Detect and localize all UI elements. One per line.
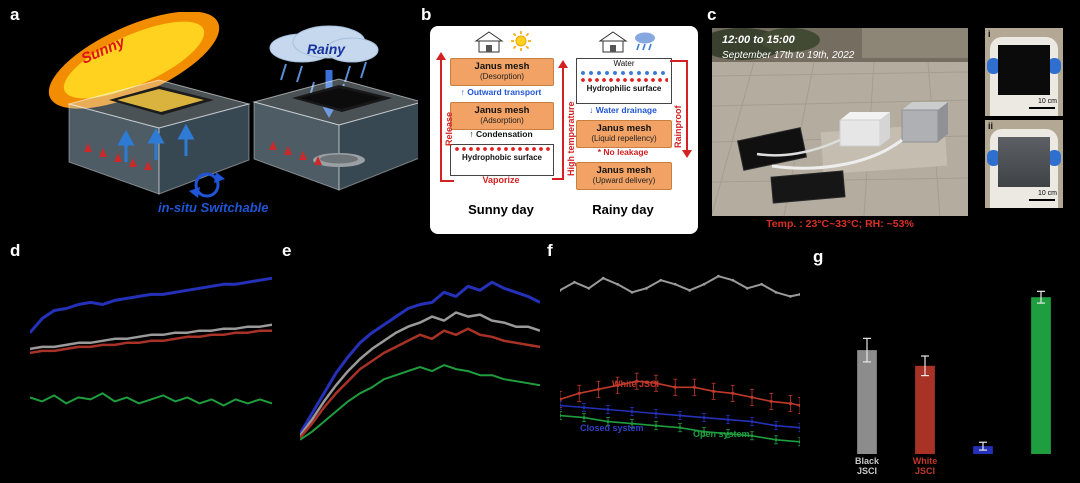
box-subtitle: (Liquid repellency) (591, 134, 657, 144)
box-title: Janus mesh (474, 105, 530, 117)
vaporize-label: Vaporize (482, 175, 520, 185)
open-system-annotation: Open system (693, 429, 750, 439)
line-chart-f (560, 274, 800, 447)
scale-text: 10 cm (1037, 190, 1057, 197)
sun-icon (48, 12, 220, 109)
janus-mesh-liquid-repellency-box: Janus mesh (Liquid repellency) (576, 120, 672, 148)
glove-icon (1048, 58, 1061, 74)
glove-icon (1048, 150, 1061, 166)
panel-label-b: b (421, 5, 432, 24)
outward-transport-label: ↑ Outward transport (460, 87, 542, 97)
bar-chart-g (857, 290, 1051, 454)
rainy-day-caption: Rainy day (592, 202, 654, 217)
rainproof-line (686, 60, 688, 152)
conditions-caption: Temp. : 23°C~33°C; RH: ~53% (766, 218, 914, 230)
white-chamber-box (839, 112, 890, 147)
inset-label: i (988, 29, 991, 39)
line-chart-e (300, 280, 540, 441)
greenhouse-sunny (67, 79, 251, 195)
release-line (440, 60, 442, 182)
sunny-day-caption: Sunny day (468, 202, 534, 217)
panel-label-d: d (10, 241, 21, 260)
switchable-label: in-situ Switchable (158, 200, 269, 215)
hydrophobic-coating-dots (454, 146, 550, 152)
inset-label: ii (988, 121, 994, 131)
white-jsci-sample (998, 137, 1050, 187)
release-label: Release (444, 111, 454, 146)
closed-system-annotation: Closed system (580, 423, 644, 433)
scale-text: 10 cm (1037, 98, 1057, 105)
plants-icon (269, 141, 322, 165)
switch-cycle-icon (189, 172, 225, 198)
hydrophobic-surface-box: Hydrophobic surface (450, 144, 554, 176)
up-arrow-icon: ↑ (460, 87, 465, 97)
up-arrow-icon: ↑ (469, 129, 474, 139)
water-surface-box: Water Hydrophilic surface (576, 58, 672, 104)
mechanism-card: Janus mesh (Desorption) ↑ Outward transp… (430, 26, 698, 234)
release-arrowhead-icon (436, 52, 446, 60)
no-leakage-label: * No leakage (597, 147, 649, 157)
glove-icon (987, 58, 1000, 74)
panel-label-a: a (10, 5, 20, 24)
rain-cloud-icon (269, 25, 379, 63)
black-panel-sample (736, 127, 808, 171)
high-temperature-label: High temperature (566, 101, 576, 176)
janus-mesh-adsorption-box: Janus mesh (Adsorption) (450, 102, 554, 130)
inset-photo-ii: ii 10 cm (985, 120, 1063, 208)
high-temperature-line-stub (552, 178, 564, 180)
water-droplets-icon (580, 69, 668, 76)
sun-icon (511, 31, 531, 51)
inset-photo-i: i 10 cm (985, 28, 1063, 116)
bar-label-black-jsci: Black JSCI (854, 456, 880, 477)
black-jsci-sample (998, 45, 1050, 95)
panel-label-f: f (547, 241, 553, 260)
box-subtitle: (Adsorption) (480, 116, 524, 126)
janus-mesh-desorption-box: Janus mesh (Desorption) (450, 58, 554, 86)
greenhouse-rainy (252, 78, 418, 191)
outdoor-experiment-photo (712, 28, 968, 216)
bar-label-white-jsci: White JSCI (912, 456, 938, 477)
panel-label-e: e (282, 241, 292, 260)
house-icon (474, 31, 504, 53)
water-label: Water (613, 59, 635, 68)
rainproof-label: Rainproof (673, 105, 683, 149)
asterisk-icon: * (597, 147, 602, 157)
black-panel-sample (770, 170, 846, 204)
rain-cloud-icon (635, 32, 655, 51)
tubing (771, 138, 903, 170)
rainproof-line-stub (670, 60, 688, 62)
up-airflow-arrows-icon (117, 123, 195, 162)
box-subtitle: (Upward delivery) (592, 176, 656, 186)
high-temperature-arrowhead-icon (558, 60, 568, 68)
panel-label-c: c (707, 5, 717, 24)
plants-icon (84, 143, 152, 170)
panel-label-g: g (813, 247, 824, 266)
steel-box (901, 102, 948, 143)
rainy-label: Rainy (307, 41, 346, 57)
scale-bar (1029, 199, 1055, 201)
high-temperature-line (562, 68, 564, 180)
house-icon (598, 31, 628, 53)
hydrophilic-coating-dots (580, 76, 668, 83)
janus-mesh-upward-delivery-box: Janus mesh (Upward delivery) (576, 162, 672, 190)
condensation-label: ↑ Condensation (469, 129, 533, 139)
bar-label-3 (954, 456, 1012, 466)
down-arrow-icon: ↓ (589, 105, 594, 115)
white-jsci-annotation: White JSCI (612, 379, 660, 389)
scale-bar (1029, 107, 1055, 109)
box-title: Janus mesh (474, 61, 530, 73)
photo-time-label: 12:00 to 15:00 (722, 34, 795, 46)
glove-icon (987, 150, 1000, 166)
bar-label-4 (1012, 456, 1070, 466)
box-title: Janus mesh (596, 165, 652, 177)
box-subtitle: (Desorption) (479, 72, 524, 82)
line-chart-d (30, 276, 272, 407)
box-title: Janus mesh (596, 123, 652, 135)
schematic-illustration: Sunny Rainy (48, 12, 418, 198)
tubing (756, 138, 841, 157)
rainproof-arrowhead-icon (682, 150, 692, 158)
release-line-stub (440, 180, 454, 182)
water-drainage-label: ↓ Water drainage (589, 105, 657, 115)
photo-date-label: September 17th to 19th, 2022 (722, 50, 855, 61)
